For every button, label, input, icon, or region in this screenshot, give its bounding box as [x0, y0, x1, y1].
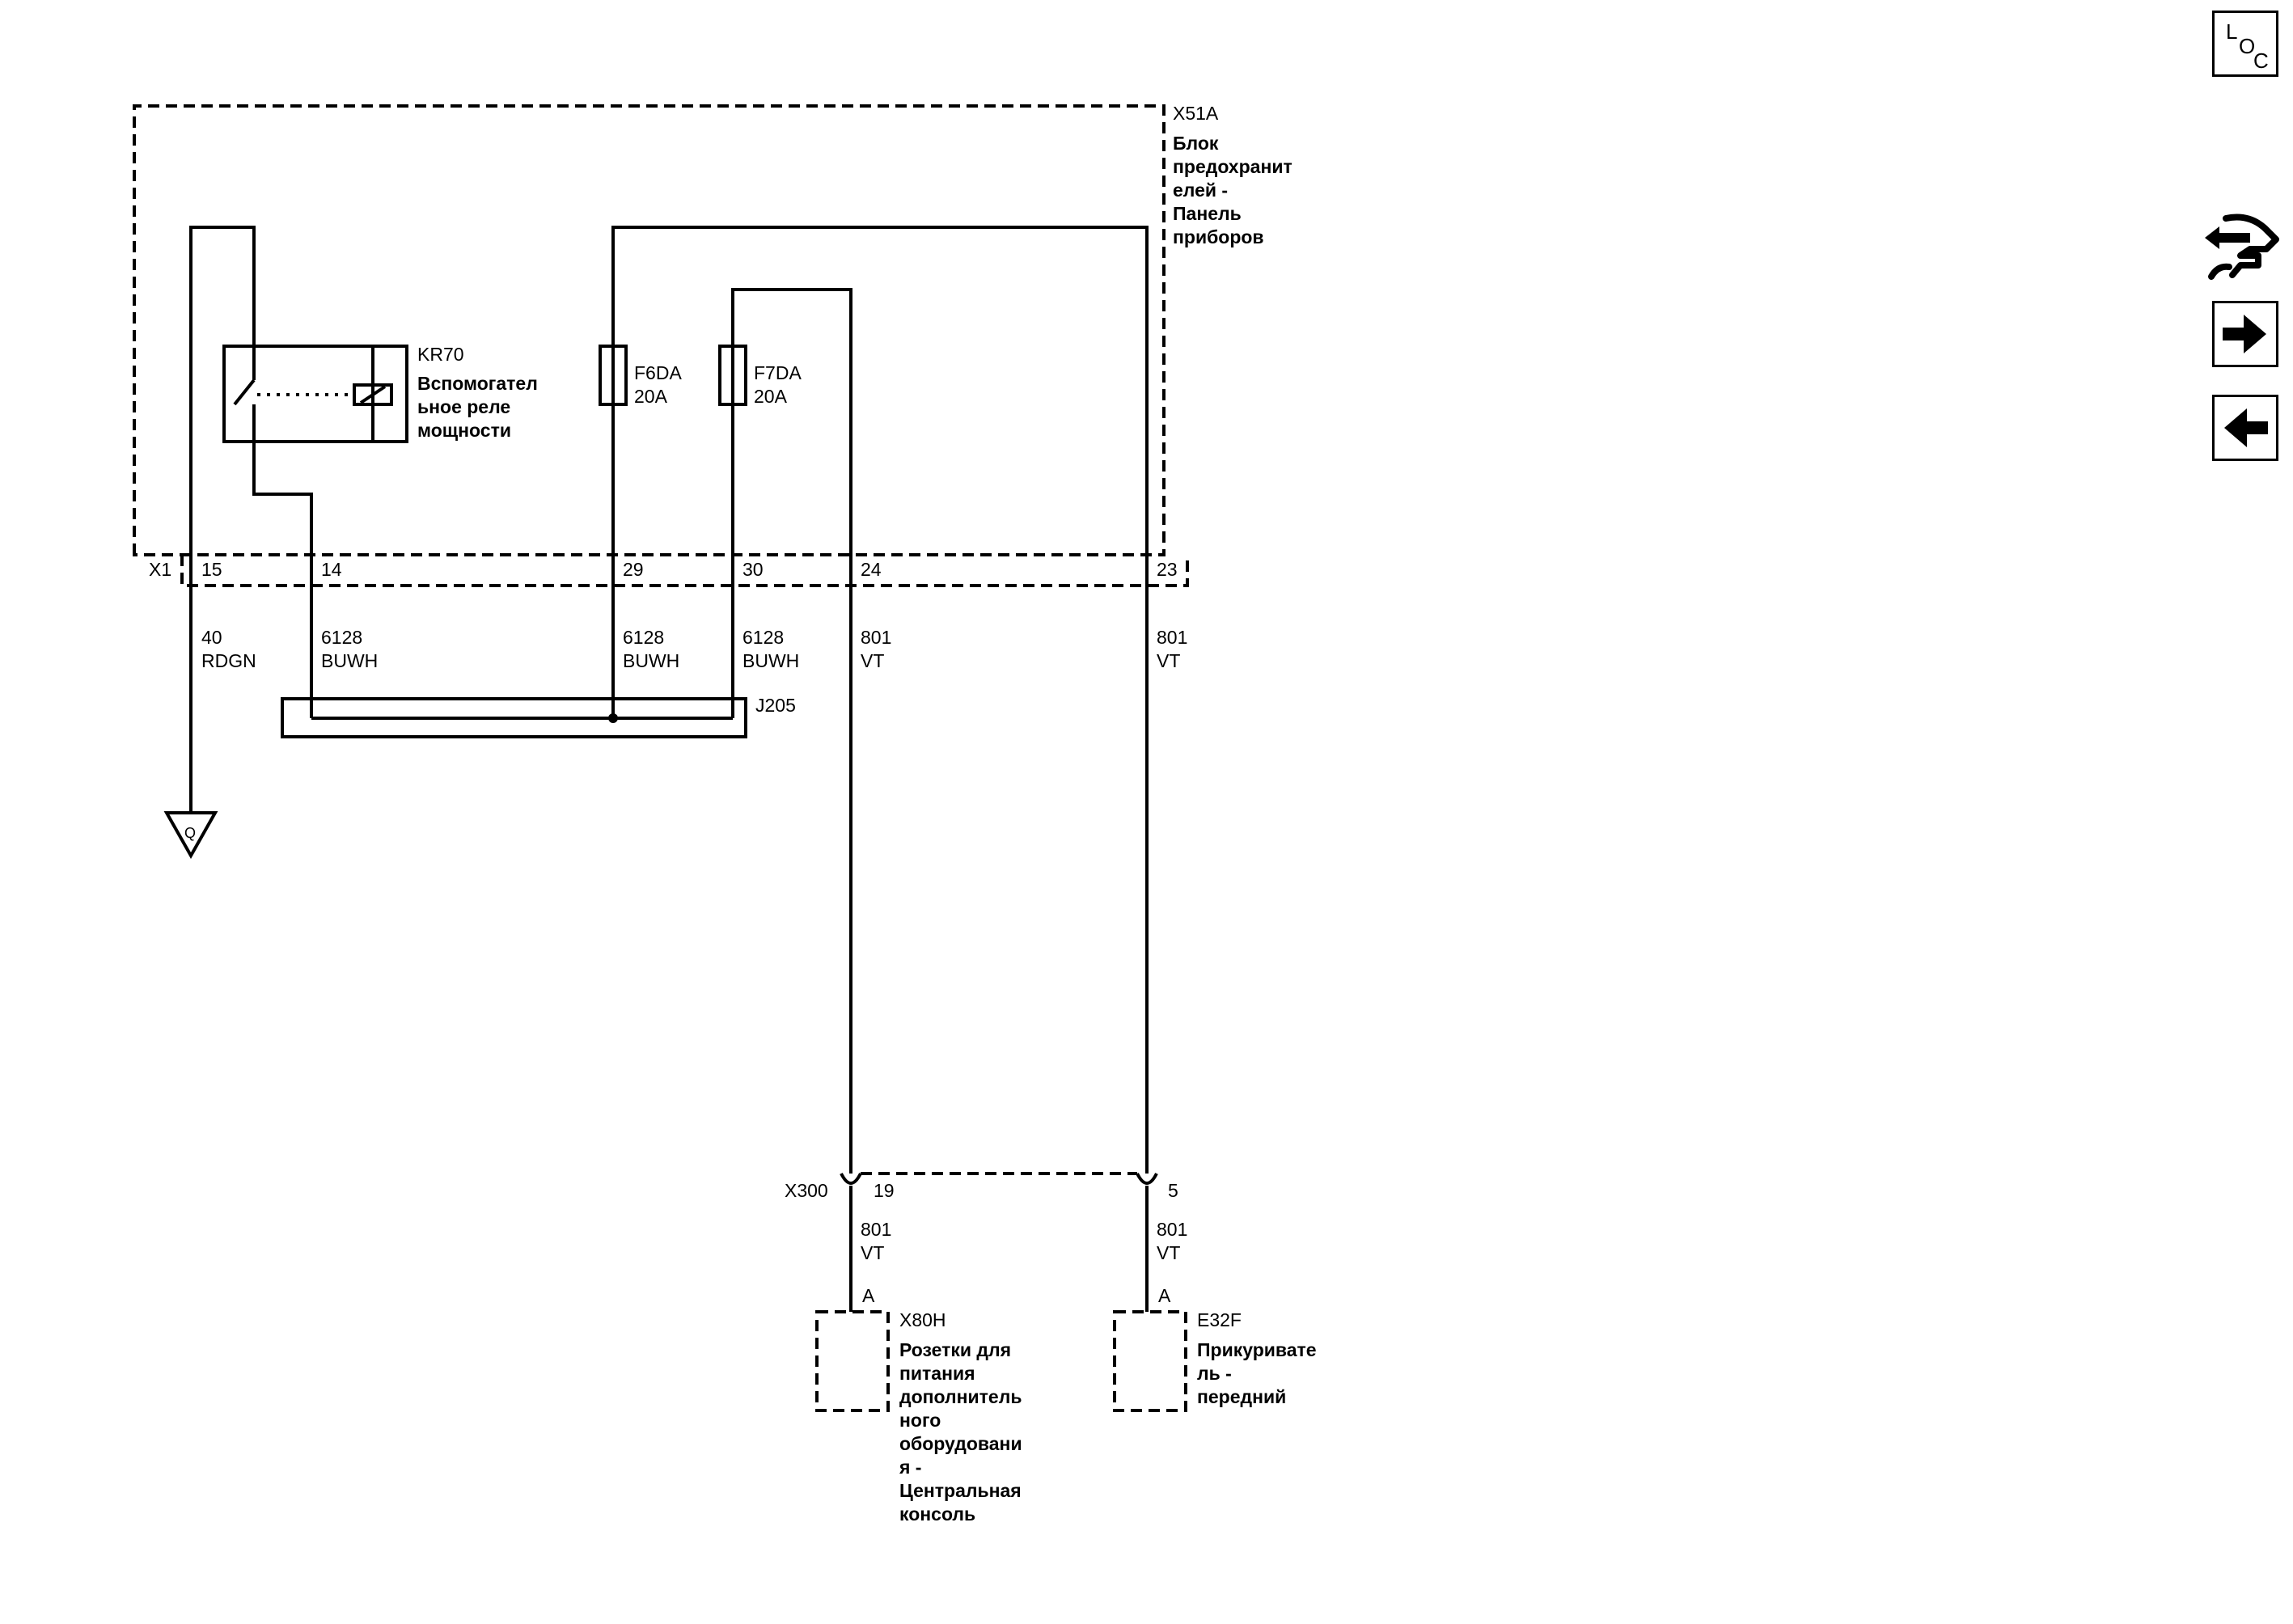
connector-x1-outline: [180, 555, 1189, 587]
relay-name-line: мощности: [417, 420, 511, 441]
wire-circuit: 6128: [623, 627, 664, 648]
component-e32f-name-line: Прикуривате: [1197, 1339, 1317, 1360]
fuse-block-id: X51A: [1173, 103, 1219, 124]
connector-pin: 19: [874, 1180, 895, 1201]
wire-circuit: 6128: [742, 627, 784, 648]
connector-pin: 24: [861, 559, 882, 580]
component-x80h-name-line: консоль: [899, 1503, 975, 1525]
fuse-f6da-rating: 20A: [634, 386, 668, 407]
wire-color: BUWH: [623, 650, 679, 671]
svg-text:L: L: [2226, 19, 2237, 44]
ground-symbol: [163, 811, 218, 860]
fuse-block-name-line: приборов: [1173, 226, 1264, 247]
component-e32f-name-line: ль -: [1197, 1363, 1232, 1384]
relay-kr70-box: [222, 345, 408, 443]
wire-color: BUWH: [321, 650, 378, 671]
related-circuit-icon: [2205, 214, 2279, 280]
wire-circuit: 801: [861, 627, 891, 648]
wire-circuit: 6128: [321, 627, 362, 648]
relay-id: KR70: [417, 344, 464, 365]
svg-text:C: C: [2253, 49, 2269, 73]
related-circuit-button[interactable]: [2202, 212, 2282, 286]
component-x80h-id: X80H: [899, 1309, 946, 1330]
relay-name-line: Вспомогател: [417, 373, 538, 394]
fuse-f7da-rating: 20A: [754, 386, 788, 407]
fuse-f6da-symbol: [599, 345, 628, 406]
previous-page-button[interactable]: [2212, 395, 2278, 461]
component-e32f-name-line: передний: [1197, 1386, 1286, 1407]
wire-circuit: 801: [1157, 1219, 1187, 1240]
wire-circuit: 801: [861, 1219, 891, 1240]
component-x80h-name-line: я -: [899, 1457, 921, 1478]
connector-pin: 15: [201, 559, 222, 580]
fuse-block-name-line: предохранит: [1173, 156, 1292, 177]
wire-color: VT: [1157, 1242, 1180, 1263]
previous-page-arrow-icon: [2224, 408, 2268, 447]
connector-pin: 30: [742, 559, 764, 580]
wire-color: VT: [861, 1242, 884, 1263]
fuse-block-name-line: Блок: [1173, 133, 1219, 154]
fuse-block-x51a-outline: [133, 104, 1166, 556]
relay-switch-blade: [233, 379, 256, 406]
relay-name-line: ьное реле: [417, 396, 510, 417]
loc-button[interactable]: L O C: [2212, 11, 2278, 77]
splice-j205-box: [281, 697, 747, 738]
fuse-f6da-wire: [611, 226, 1149, 1174]
next-page-button[interactable]: [2212, 301, 2278, 367]
next-page-arrow-icon: [2223, 315, 2266, 353]
component-pin: A: [862, 1285, 875, 1306]
relay-output-wire: [252, 404, 313, 718]
wire-color: BUWH: [742, 650, 799, 671]
component-x80h-name-line: оборудовани: [899, 1433, 1022, 1454]
component-x80h-name-line: дополнитель: [899, 1386, 1022, 1407]
splice-j205-id: J205: [755, 695, 796, 716]
component-e32f-box: [1113, 1310, 1187, 1412]
splice-j205-node: [608, 713, 618, 723]
fuse-f7da-wire: [731, 288, 852, 1174]
connector-pin: 23: [1157, 559, 1178, 580]
loc-icon: L O C: [2226, 19, 2269, 73]
connector-x300-left-symbol: [840, 1173, 862, 1185]
component-pin: A: [1158, 1285, 1171, 1306]
connector-x1-id: X1: [149, 559, 171, 580]
connector-x300-right-symbol: [1136, 1173, 1158, 1185]
connector-x300-id: X300: [785, 1180, 828, 1201]
component-x80h-name-line: Центральная: [899, 1480, 1022, 1501]
component-x80h-name-line: Розетки для: [899, 1339, 1011, 1360]
relay-coil-slash: [359, 385, 387, 404]
fuse-f6da-id: F6DA: [634, 362, 682, 383]
component-e32f-id: E32F: [1197, 1309, 1242, 1330]
wire-circuit: 40: [201, 627, 222, 648]
wire-color: VT: [861, 650, 884, 671]
connector-pin: 29: [623, 559, 644, 580]
component-x80h-box: [815, 1310, 890, 1412]
component-x80h-name-line: ного: [899, 1410, 941, 1431]
svg-text:O: O: [2239, 34, 2255, 58]
connector-pin: 14: [321, 559, 342, 580]
connector-pin: 5: [1168, 1180, 1178, 1201]
fuse-block-name-line: елей -: [1173, 180, 1228, 201]
fuse-f7da-symbol: [718, 345, 747, 406]
wire-color: RDGN: [201, 650, 256, 671]
fuse-block-name-line: Панель: [1173, 203, 1242, 224]
fuse-f7da-id: F7DA: [754, 362, 802, 383]
component-x80h-name-line: питания: [899, 1363, 975, 1384]
ground-id: Q: [184, 825, 196, 841]
relay-coil-icon: [353, 383, 393, 406]
wire-color: VT: [1157, 650, 1180, 671]
relay-switch-wire: [189, 226, 256, 813]
wire-circuit: 801: [1157, 627, 1187, 648]
